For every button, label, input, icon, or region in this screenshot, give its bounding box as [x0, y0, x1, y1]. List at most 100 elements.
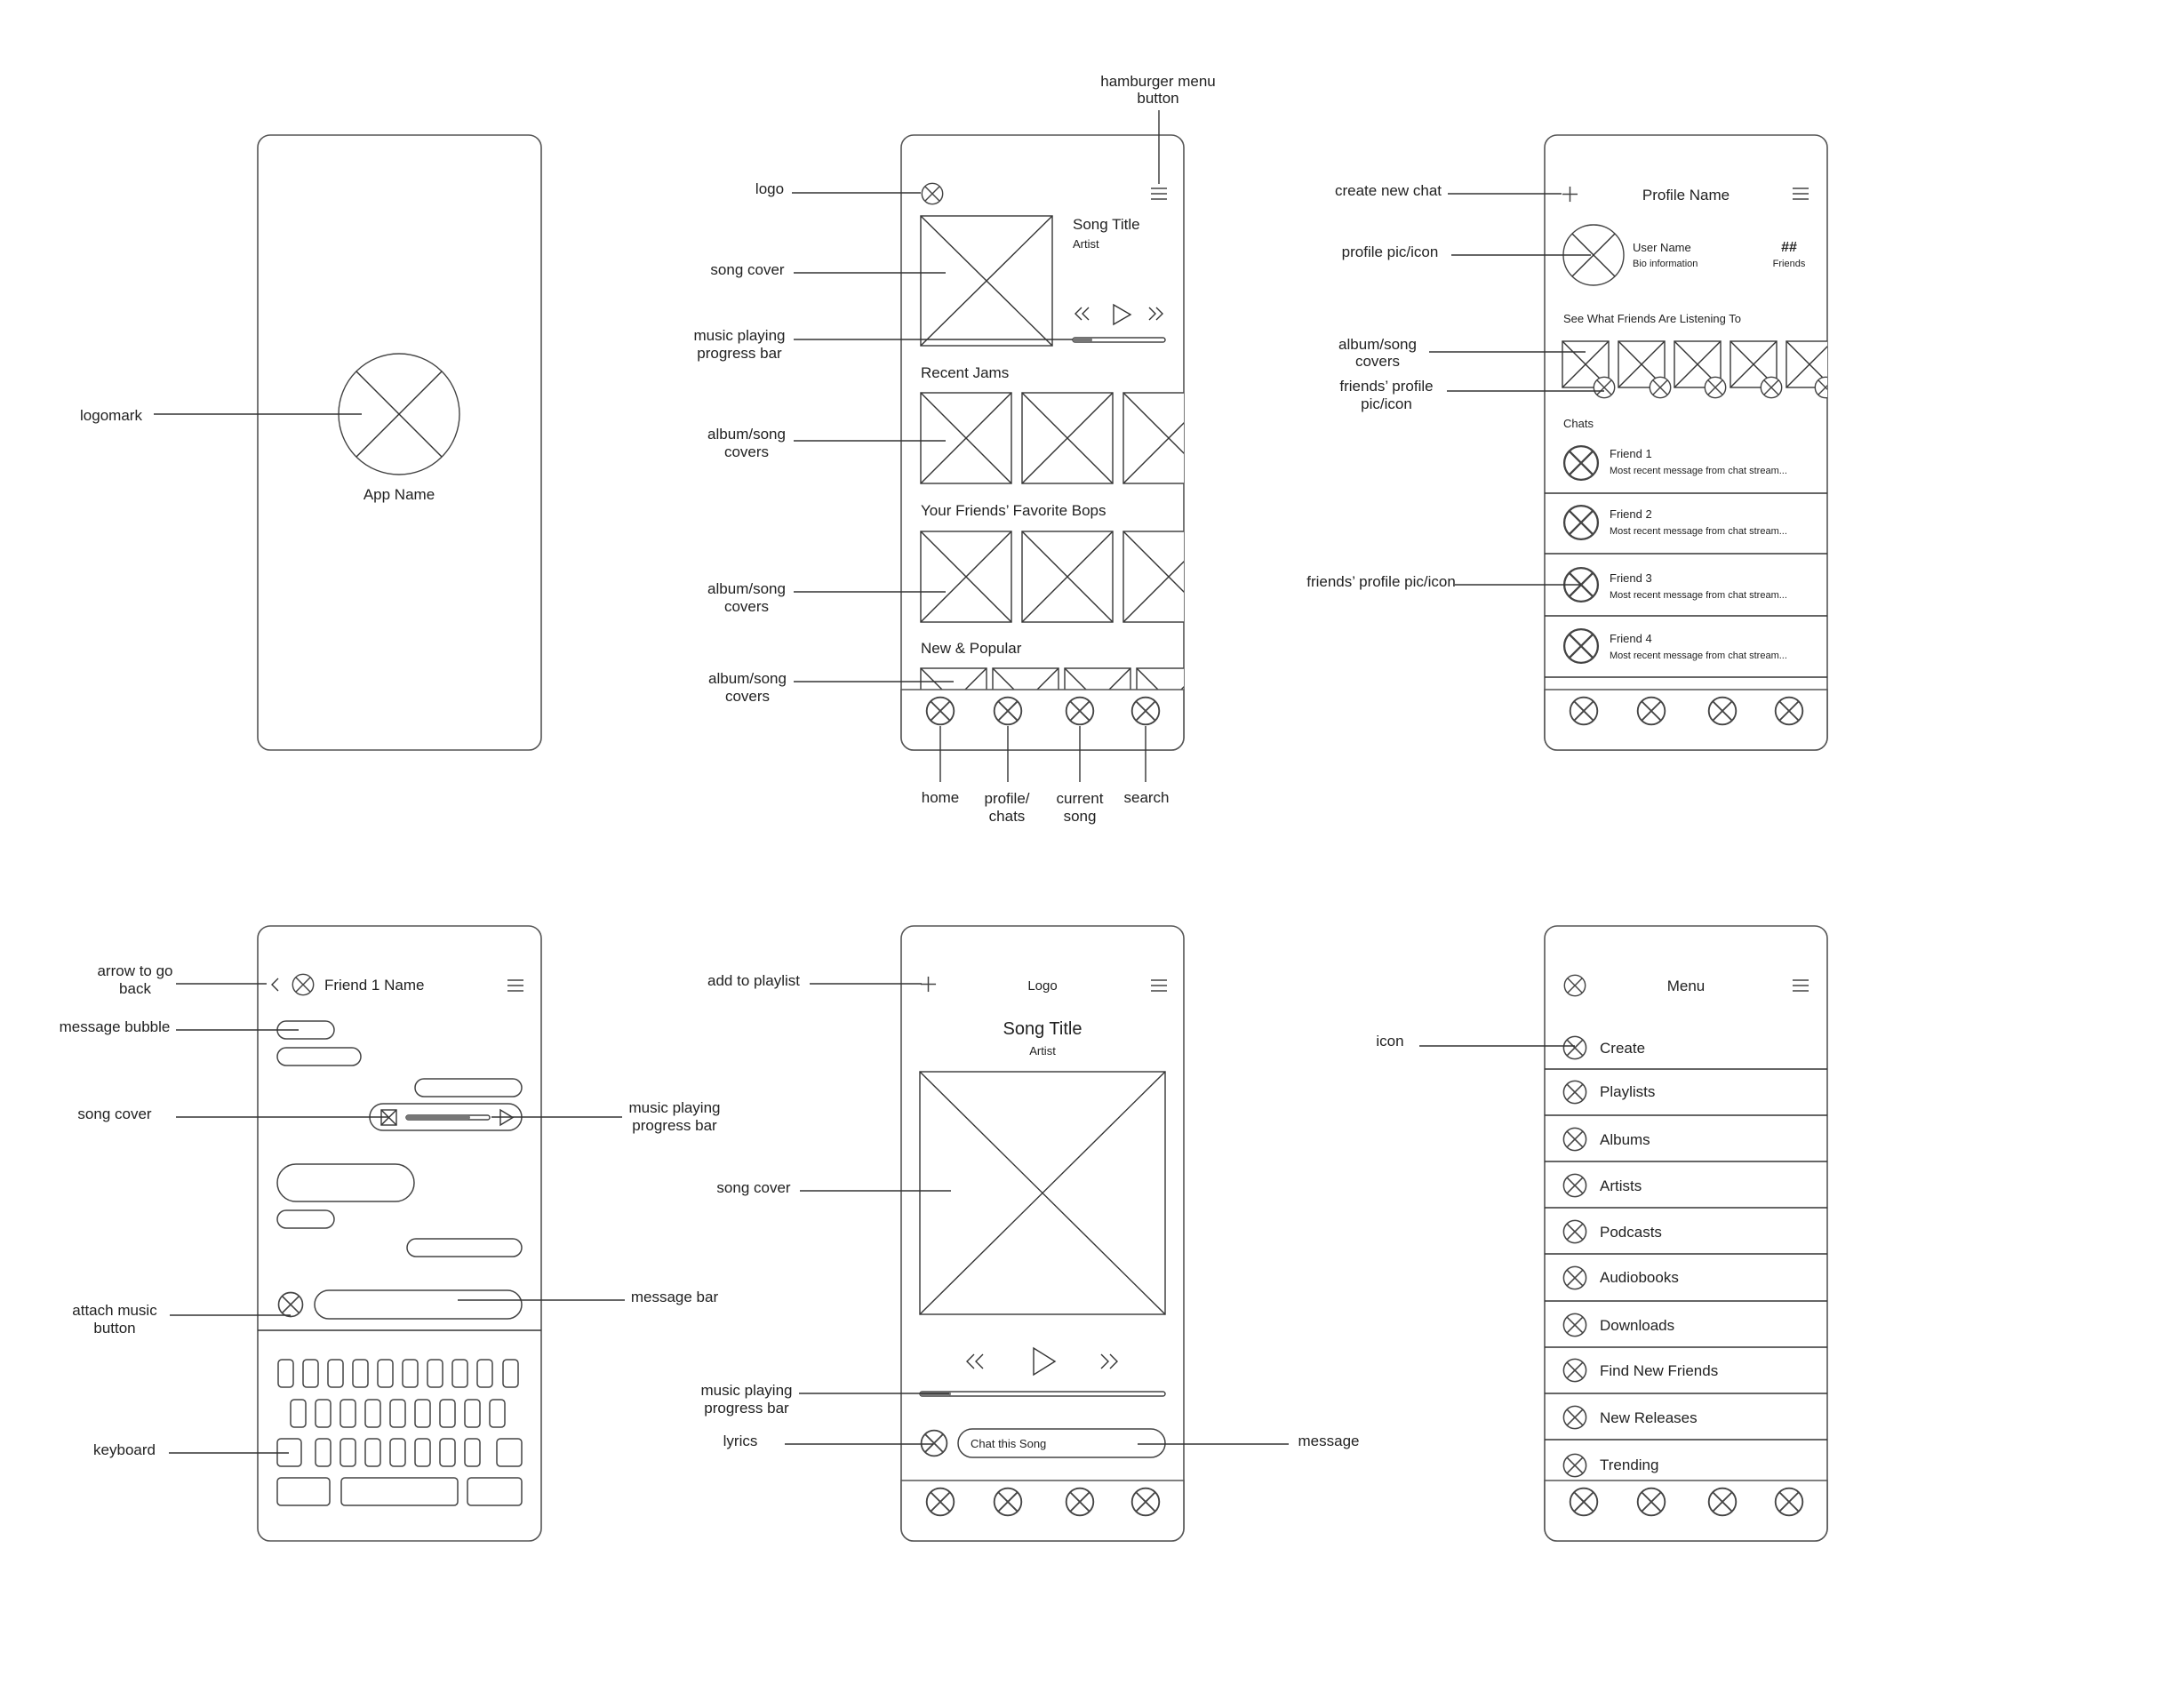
progress-bar[interactable] [1072, 337, 1166, 343]
space-key[interactable] [340, 1477, 459, 1506]
album-cover[interactable] [920, 667, 987, 734]
chat-row[interactable]: Friend 2 Most recent message from chat s… [1545, 504, 1827, 555]
chat-row[interactable]: Friend 4 Most recent message from chat s… [1545, 627, 1827, 678]
album-cover[interactable] [1136, 667, 1202, 734]
friend-avatar-icon[interactable] [1814, 376, 1835, 399]
message-input[interactable] [314, 1289, 523, 1320]
fast-forward-button[interactable] [1100, 1353, 1118, 1369]
progress-bar[interactable] [919, 1391, 1166, 1397]
album-cover[interactable] [1021, 531, 1114, 623]
friend-avatar-icon[interactable] [1704, 376, 1727, 399]
key[interactable] [290, 1399, 307, 1428]
key[interactable] [327, 1359, 344, 1388]
current-song-nav-icon[interactable] [1707, 696, 1738, 726]
key[interactable] [464, 1399, 481, 1428]
key[interactable] [364, 1438, 381, 1467]
keyboard[interactable] [276, 1359, 523, 1506]
current-song-nav-icon[interactable] [1707, 1487, 1738, 1517]
menu-item-label: Playlists [1600, 1083, 1655, 1100]
backspace-key[interactable] [496, 1438, 523, 1467]
song-cover[interactable] [920, 215, 1053, 347]
key[interactable] [402, 1359, 419, 1388]
key[interactable] [340, 1438, 356, 1467]
album-cover[interactable] [920, 392, 1012, 484]
chat-row[interactable]: Friend 1 Most recent message from chat s… [1545, 444, 1827, 494]
friend-avatar-icon[interactable] [1760, 376, 1783, 399]
chat-this-song-input[interactable]: Chat this Song [957, 1428, 1166, 1458]
back-arrow-icon[interactable] [271, 978, 279, 992]
home-nav-icon[interactable] [1569, 1487, 1599, 1517]
menu-title: Menu [1667, 978, 1706, 994]
profile-chats-nav-icon[interactable] [1636, 1487, 1666, 1517]
key[interactable] [315, 1399, 332, 1428]
chat-row[interactable]: Friend 3 Most recent message from chat s… [1545, 566, 1827, 617]
key[interactable] [302, 1359, 319, 1388]
album-cover[interactable] [992, 667, 1059, 734]
listening-heading: See What Friends Are Listening To [1563, 312, 1741, 325]
logomark-icon [338, 353, 460, 475]
key[interactable] [315, 1438, 332, 1467]
key[interactable] [476, 1359, 493, 1388]
profile-pic-icon[interactable] [1562, 224, 1625, 286]
current-song-nav-icon[interactable] [1065, 696, 1095, 726]
key[interactable] [340, 1399, 356, 1428]
home-nav-icon[interactable] [925, 1487, 955, 1517]
key[interactable] [389, 1399, 406, 1428]
menu-item-audiobooks[interactable]: Audiobooks [1545, 1265, 1827, 1302]
key[interactable] [439, 1399, 456, 1428]
key[interactable] [427, 1359, 443, 1388]
search-nav-icon[interactable] [1130, 1487, 1161, 1517]
menu-item-artists[interactable]: Artists [1545, 1173, 1827, 1209]
menu-item-albums[interactable]: Albums [1545, 1127, 1827, 1162]
play-button[interactable] [1113, 303, 1132, 326]
profile-chats-nav-icon[interactable] [993, 696, 1023, 726]
lyrics-icon[interactable] [920, 1429, 948, 1457]
search-nav-icon[interactable] [1774, 1487, 1804, 1517]
key[interactable] [414, 1438, 431, 1467]
album-cover[interactable] [1122, 531, 1214, 623]
annotation-progress-line2: progress bar [704, 1400, 789, 1417]
key[interactable] [377, 1359, 394, 1388]
album-cover[interactable] [1064, 667, 1131, 734]
key[interactable] [464, 1438, 481, 1467]
play-button[interactable] [1033, 1346, 1057, 1377]
attach-music-icon[interactable] [277, 1291, 304, 1318]
friend-avatar-icon [1562, 627, 1600, 665]
key[interactable] [502, 1359, 519, 1388]
key[interactable] [414, 1399, 431, 1428]
rewind-button[interactable] [966, 1353, 984, 1369]
menu-item-podcasts[interactable]: Podcasts [1545, 1219, 1827, 1255]
profile-chats-nav-icon[interactable] [1636, 696, 1666, 726]
key[interactable] [364, 1399, 381, 1428]
album-cover[interactable] [920, 531, 1012, 623]
key[interactable] [489, 1399, 506, 1428]
friend-avatar-icon[interactable] [1593, 376, 1616, 399]
home-nav-icon[interactable] [1569, 696, 1599, 726]
album-cover[interactable] [1562, 340, 1610, 388]
fast-forward-button[interactable] [1148, 307, 1163, 321]
menu-item-find-new-friends[interactable]: Find New Friends [1545, 1358, 1827, 1394]
search-nav-icon[interactable] [1130, 696, 1161, 726]
artist-name: Artist [1073, 237, 1099, 251]
search-nav-icon[interactable] [1774, 696, 1804, 726]
return-key[interactable] [467, 1477, 523, 1506]
profile-chats-nav-icon[interactable] [993, 1487, 1023, 1517]
key[interactable] [451, 1359, 468, 1388]
key[interactable] [439, 1438, 456, 1467]
numbers-key[interactable] [276, 1477, 331, 1506]
menu-item-playlists[interactable]: Playlists [1545, 1080, 1827, 1116]
key[interactable] [389, 1438, 406, 1467]
current-song-nav-icon[interactable] [1065, 1487, 1095, 1517]
album-cover[interactable] [1021, 392, 1114, 484]
rewind-button[interactable] [1075, 307, 1090, 321]
key[interactable] [352, 1359, 369, 1388]
menu-item-trending[interactable]: Trending [1562, 1453, 1658, 1478]
menu-item-downloads[interactable]: Downloads [1545, 1313, 1827, 1348]
logo-icon [921, 182, 944, 205]
friend-avatar-icon[interactable] [1649, 376, 1672, 399]
key[interactable] [277, 1359, 294, 1388]
menu-item-create[interactable]: Create [1545, 1035, 1827, 1070]
album-cover[interactable] [1122, 392, 1214, 484]
menu-item-new-releases[interactable]: New Releases [1545, 1405, 1827, 1441]
home-nav-icon[interactable] [925, 696, 955, 726]
